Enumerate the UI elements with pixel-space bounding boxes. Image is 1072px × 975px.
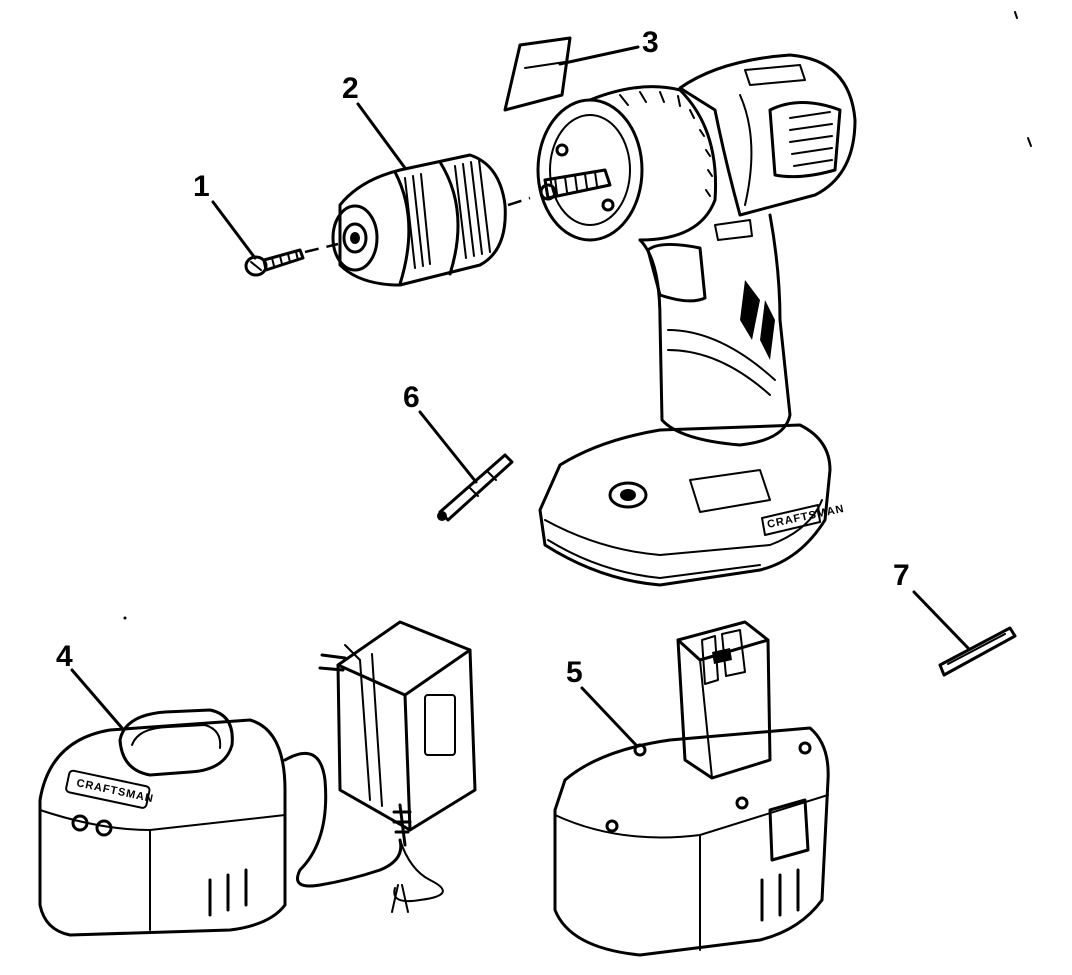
part-2-keyless-chuck	[331, 153, 531, 287]
part-1-chuck-screw	[244, 242, 339, 277]
callout-number-4: 4	[56, 640, 73, 673]
callout-5: 5	[566, 656, 638, 747]
callout-6: 6	[403, 381, 478, 484]
callout-2: 2	[342, 72, 407, 170]
callout-number-2: 2	[342, 72, 359, 105]
callout-1: 1	[193, 170, 257, 260]
callout-number-1: 1	[193, 170, 210, 203]
part-4-wall-adapter	[318, 620, 477, 847]
part-4-charger: CRAFTSMAN	[38, 708, 444, 937]
callout-3: 3	[558, 26, 659, 66]
part-5-battery	[553, 620, 830, 957]
callout-number-6: 6	[403, 381, 420, 414]
callout-7: 7	[893, 559, 970, 650]
callout-4: 4	[56, 640, 124, 730]
drill-body: CRAFTSMAN	[536, 53, 857, 587]
callout-number-7: 7	[893, 559, 910, 592]
part-6-screwdriver-bit	[437, 453, 514, 522]
part-3-label	[503, 36, 572, 112]
scan-specks	[123, 11, 1032, 620]
callout-number-3: 3	[642, 26, 659, 59]
callout-number-5: 5	[566, 656, 583, 689]
part-7-bit	[938, 626, 1017, 677]
